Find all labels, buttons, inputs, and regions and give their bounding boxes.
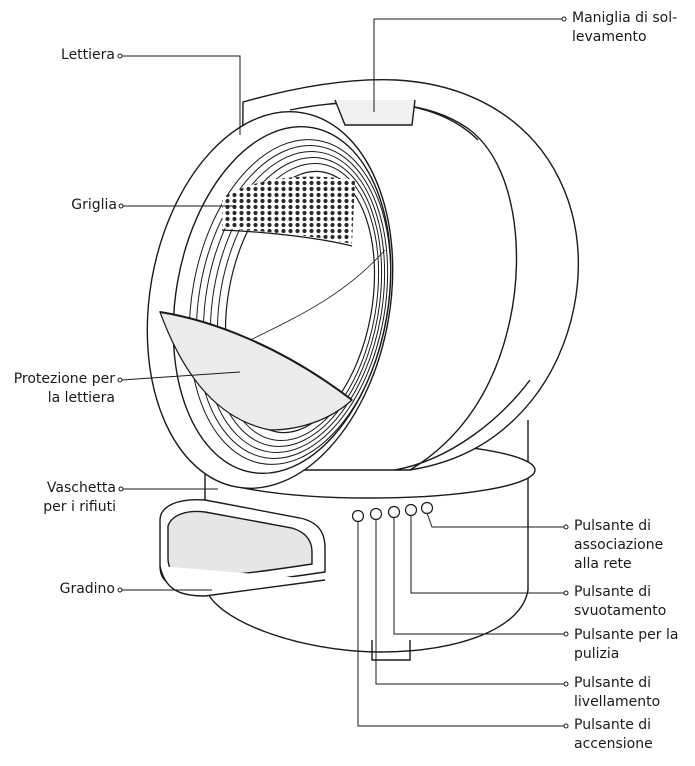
label-network-button: Pulsante di associazione alla rete (574, 518, 664, 572)
leader-lines (117, 16, 569, 729)
label-handle: Maniglia di sol- levamento (572, 10, 678, 45)
step-tray (159, 499, 326, 597)
control-buttons (351, 501, 434, 523)
label-clean-button: Pulsante per la pulizia (574, 627, 679, 662)
inner-opening (159, 170, 386, 434)
level-button-icon (369, 507, 383, 521)
label-empty-button: Pulsante di svuotamento (574, 584, 667, 619)
power-button-icon (351, 509, 365, 523)
label-grid: Griglia (71, 197, 117, 213)
label-level-button: Pulsante di livellamento (574, 675, 661, 710)
label-power-button: Pulsante di accensione (574, 717, 653, 752)
label-waste-drawer: Vaschetta per i rifiuti (43, 480, 116, 515)
clean-button-icon (387, 505, 401, 519)
ring-grooves (188, 139, 392, 465)
label-guard: Protezione per la lettiera (13, 371, 115, 406)
network-button-icon (420, 501, 434, 515)
empty-button-icon (404, 503, 418, 517)
label-litter-box: Lettiera (61, 47, 115, 63)
label-step: Gradino (59, 581, 115, 597)
